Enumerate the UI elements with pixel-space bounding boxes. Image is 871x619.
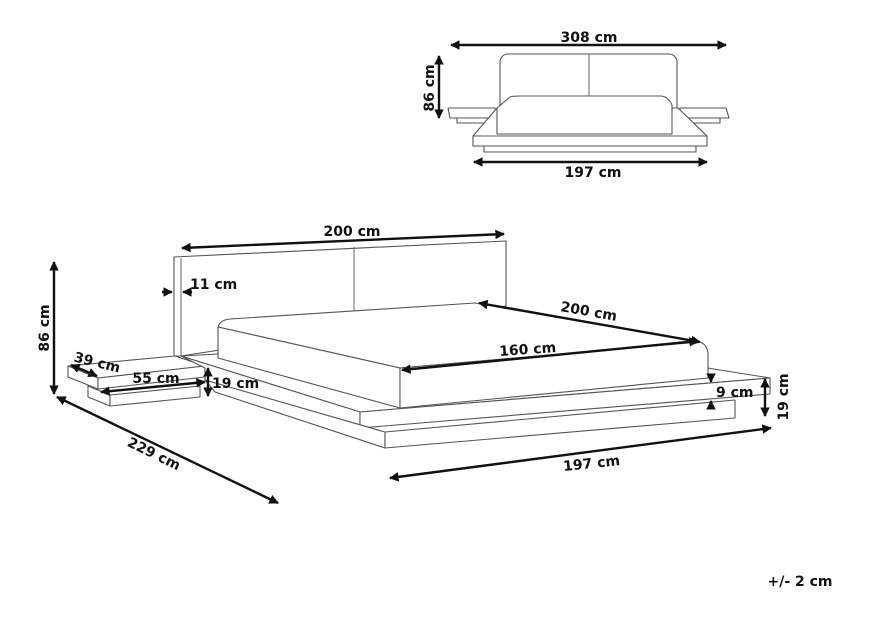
- headboard-width-label: 200 cm: [324, 224, 381, 240]
- platform-front: [359, 377, 771, 429]
- platform-step-label: 9 cm: [716, 385, 754, 401]
- headboard-width-arrow: [181, 229, 505, 253]
- front-base-width-label: 197 cm: [565, 165, 622, 181]
- front-mattress: [496, 95, 673, 135]
- nightstand-height-label: 19 cm: [212, 376, 259, 392]
- front-height-label: 86 cm: [422, 64, 438, 111]
- headboard-thickness-label: 11 cm: [190, 277, 237, 293]
- total-length-label: 229 cm: [125, 435, 183, 474]
- nightstand-width-label: 55 cm: [132, 371, 179, 387]
- platform-width-label: 197 cm: [562, 453, 620, 475]
- platform-height-label: 19 cm: [776, 373, 792, 420]
- front-view: 308 cm 86 cm 197 cm: [422, 30, 730, 181]
- tolerance-note: +/- 2 cm: [767, 574, 832, 590]
- perspective-view: 200 cm 11 cm 86 cm 229 cm 39 cm 55 cm 19…: [37, 224, 792, 505]
- total-height-label: 86 cm: [37, 304, 53, 351]
- total-length-arrow: [56, 395, 279, 505]
- front-width-label: 308 cm: [561, 30, 618, 46]
- mattress-width-label: 160 cm: [499, 340, 557, 360]
